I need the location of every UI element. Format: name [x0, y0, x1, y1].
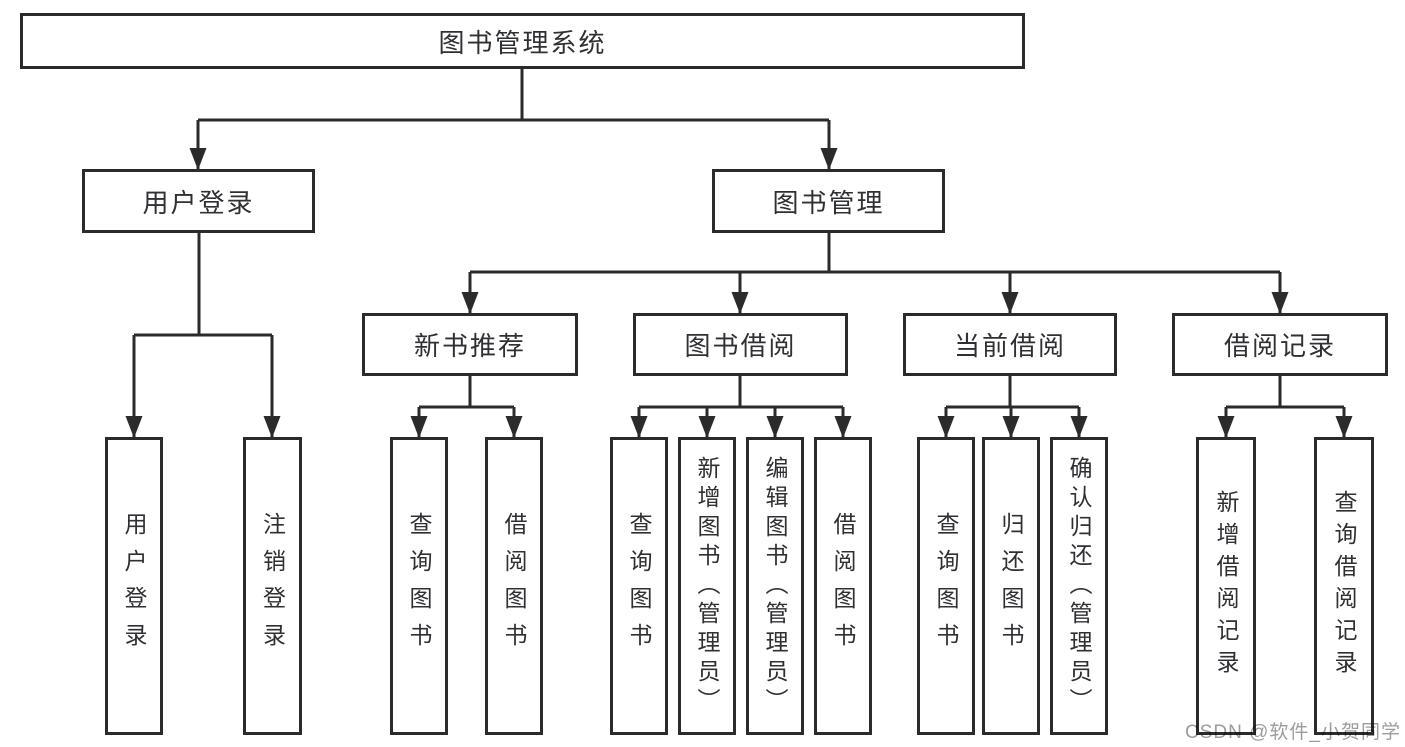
leaf-logout: 注销登录 — [243, 437, 302, 735]
leaf-query-books-borrow: 查询图书 — [610, 437, 668, 735]
leaf-return-books: 归还图书 — [982, 437, 1040, 735]
leaf-borrow-books-recommend: 借阅图书 — [485, 437, 543, 735]
node-book-management: 图书管理 — [712, 169, 945, 233]
leaf-confirm-return-admin: 确认归还（管理员） — [1050, 437, 1108, 735]
node-borrow-records: 借阅记录 — [1172, 313, 1388, 376]
node-root: 图书管理系统 — [20, 13, 1025, 69]
leaf-query-books-current: 查询图书 — [917, 437, 975, 735]
leaf-user-login: 用户登录 — [105, 437, 163, 735]
leaf-add-borrow-record: 新增借阅记录 — [1196, 437, 1256, 735]
node-new-book-recommend: 新书推荐 — [362, 313, 578, 376]
watermark: CSDN @软件_小贺同学 — [1185, 722, 1401, 743]
leaf-edit-books-admin: 编辑图书（管理员） — [746, 437, 804, 735]
node-book-borrow: 图书借阅 — [633, 313, 848, 376]
leaf-add-books-admin: 新增图书（管理员） — [678, 437, 736, 735]
leaf-query-borrow-record: 查询借阅记录 — [1314, 437, 1374, 735]
leaf-query-books-recommend: 查询图书 — [390, 437, 448, 735]
node-current-borrow: 当前借阅 — [903, 313, 1117, 376]
leaf-borrow-books: 借阅图书 — [814, 437, 872, 735]
node-user-login: 用户登录 — [82, 169, 315, 233]
